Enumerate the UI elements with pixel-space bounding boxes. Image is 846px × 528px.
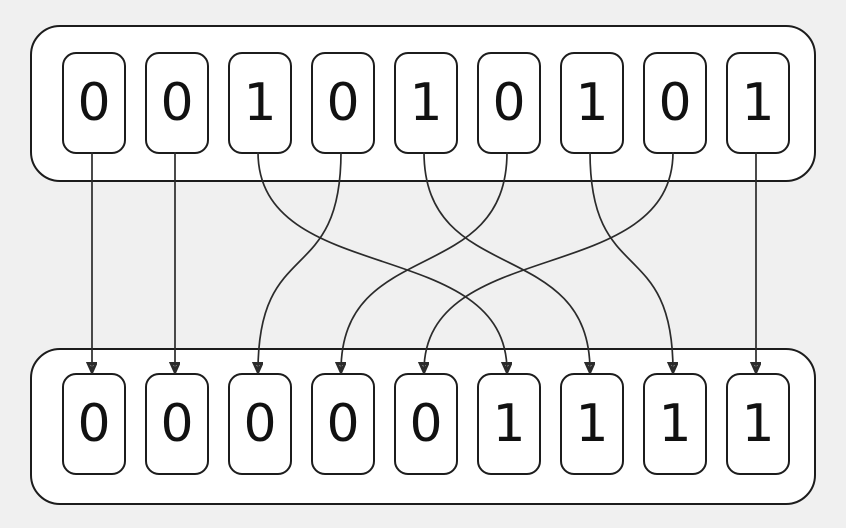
output-cell-5: 1 [477,373,541,475]
output-cell-0: 0 [62,373,126,475]
input-cell-2: 1 [228,52,292,154]
output-cell-6-value: 1 [575,394,609,454]
input-cell-1: 0 [145,52,209,154]
output-cell-7: 1 [643,373,707,475]
output-cell-2-value: 0 [243,394,277,454]
input-cell-3-value: 0 [326,73,360,133]
output-cell-3: 0 [311,373,375,475]
input-cell-8: 1 [726,52,790,154]
output-cell-4-value: 0 [409,394,443,454]
arrow-paths [92,151,756,371]
output-cell-0-value: 0 [77,394,111,454]
output-cell-3-value: 0 [326,394,360,454]
output-cell-8-value: 1 [741,394,775,454]
output-cell-8: 1 [726,373,790,475]
arrow-7-to-4 [424,151,674,371]
input-cell-8-value: 1 [741,73,775,133]
output-cell-7-value: 1 [658,394,692,454]
output-cell-1-value: 0 [160,394,194,454]
input-cell-5-value: 0 [492,73,526,133]
arrow-3-to-2 [258,151,342,371]
input-cell-7: 0 [643,52,707,154]
output-cell-1: 0 [145,373,209,475]
input-cell-7-value: 0 [658,73,692,133]
arrow-6-to-7 [589,151,673,371]
input-cell-3: 0 [311,52,375,154]
input-cell-6: 1 [560,52,624,154]
arrow-4-to-6 [423,151,590,371]
output-cell-4: 0 [394,373,458,475]
input-cell-5: 0 [477,52,541,154]
input-cell-0: 0 [62,52,126,154]
input-cell-6-value: 1 [575,73,609,133]
arrow-2-to-5 [257,151,507,371]
input-cell-4-value: 1 [409,73,443,133]
input-cell-1-value: 0 [160,73,194,133]
output-cell-2: 0 [228,373,292,475]
arrow-5-to-3 [341,151,508,371]
input-cell-4: 1 [394,52,458,154]
input-cell-0-value: 0 [77,73,111,133]
output-cell-5-value: 1 [492,394,526,454]
output-cell-6: 1 [560,373,624,475]
input-cell-2-value: 1 [243,73,277,133]
